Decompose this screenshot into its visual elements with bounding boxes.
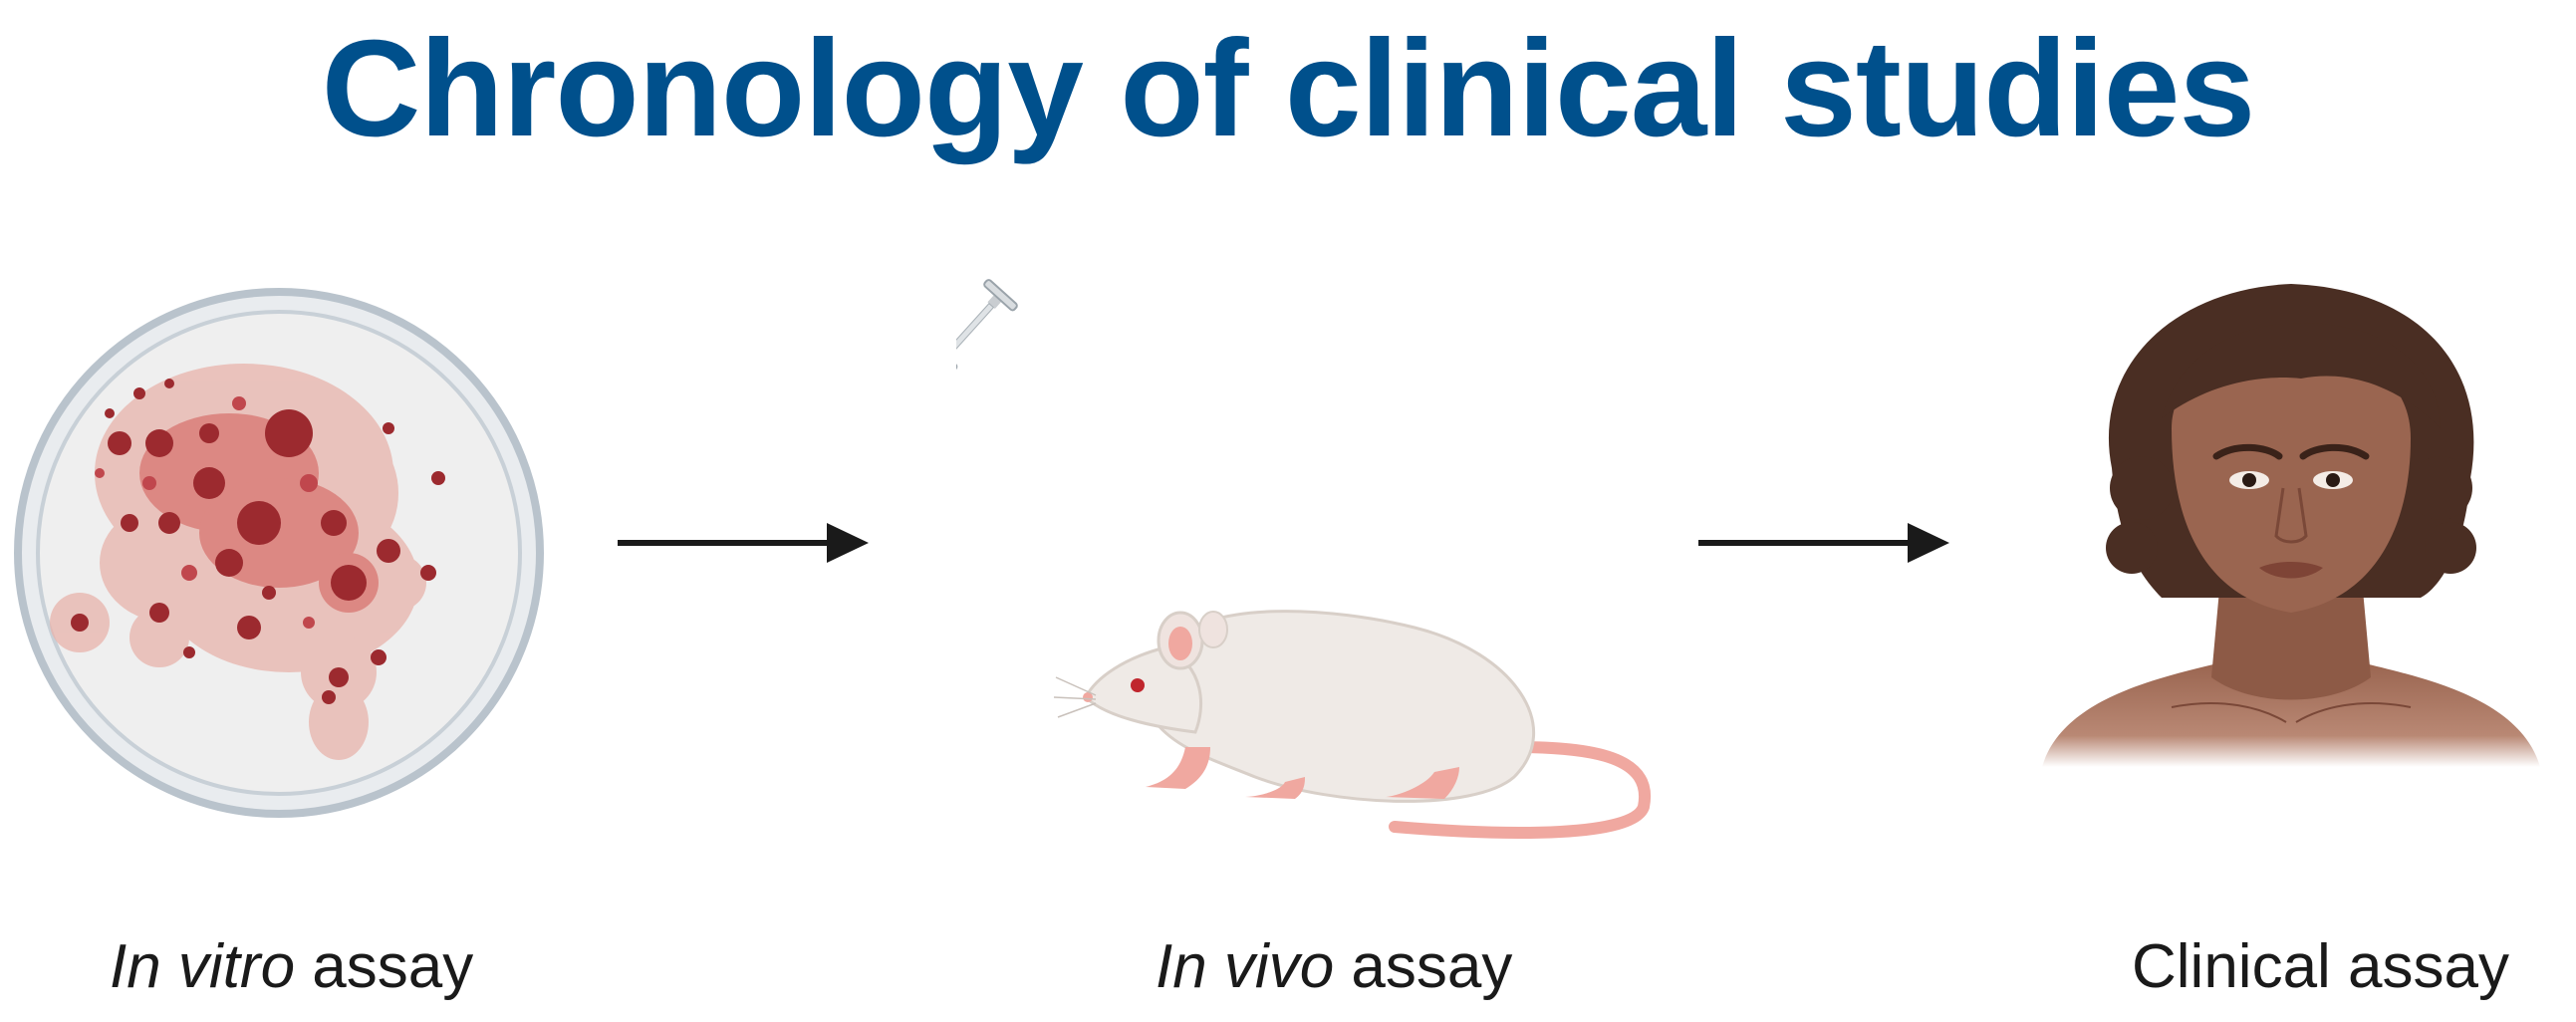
petri-dish-icon <box>14 288 544 818</box>
stage-in-vitro: In vitro assay <box>10 284 548 1001</box>
arrow-right-icon <box>618 523 869 563</box>
stage-in-vivo: In vivo assay <box>956 279 1674 1001</box>
diagram-title: Chronology of clinical studies <box>321 12 2256 165</box>
human-patient-icon <box>2042 284 2540 767</box>
stage-label: In vivo assay <box>1156 932 1513 1001</box>
mouse-injection-icon <box>956 279 1652 839</box>
stage-label: In vitro assay <box>110 932 474 1001</box>
stage-label: Clinical assay <box>2132 932 2510 1001</box>
stage-clinical: Clinical assay <box>2022 269 2560 1001</box>
arrow-right-icon <box>1698 523 1949 563</box>
